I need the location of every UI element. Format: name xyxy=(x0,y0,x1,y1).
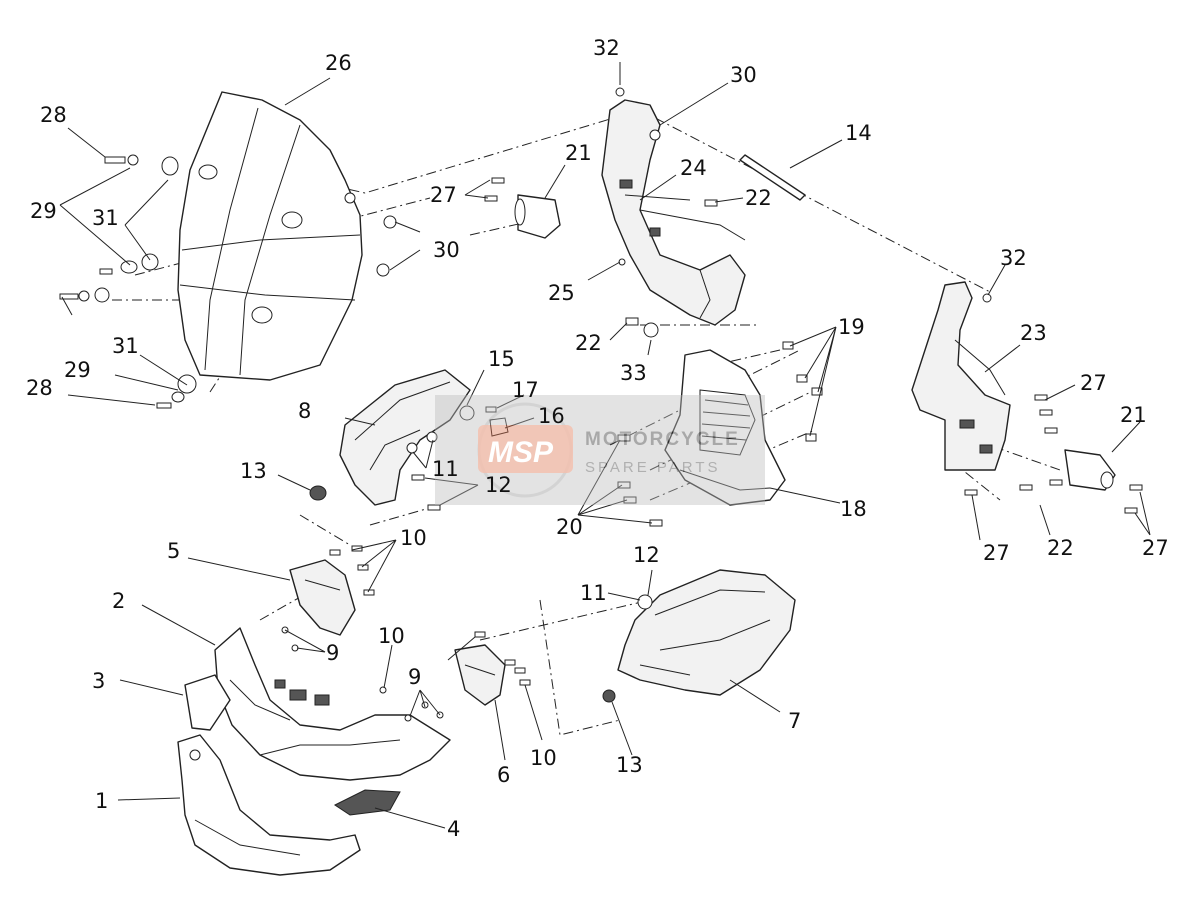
callout-27-right-top: 27 xyxy=(1080,371,1107,395)
small-fasteners xyxy=(281,87,1143,722)
windscreen-26 xyxy=(177,91,363,381)
callout-21-right: 21 xyxy=(1120,403,1147,427)
callout-26: 26 xyxy=(325,51,352,75)
leader-lines xyxy=(59,62,1151,829)
watermark-band xyxy=(435,395,765,505)
bracket-6 xyxy=(454,644,506,706)
callout-2: 2 xyxy=(112,589,125,613)
front-beak-1 xyxy=(177,734,361,876)
callout-11-right: 11 xyxy=(580,581,607,605)
side-fairing-7 xyxy=(617,569,796,696)
callout-32-top: 32 xyxy=(593,36,620,60)
callout-22-right: 22 xyxy=(1047,536,1074,560)
callout-13-right: 13 xyxy=(616,753,643,777)
callout-27-right-b: 27 xyxy=(1142,536,1169,560)
watermark-line2: SPARE PARTS xyxy=(585,459,721,476)
callout-27-top: 27 xyxy=(430,183,457,207)
watermark-logo: MSP xyxy=(488,436,554,469)
callout-29-top: 29 xyxy=(30,199,57,223)
callout-6: 6 xyxy=(497,763,510,787)
callout-9-left: 9 xyxy=(326,641,339,665)
callout-20: 20 xyxy=(556,515,583,539)
callout-33: 33 xyxy=(620,361,647,385)
callout-23: 23 xyxy=(1020,321,1047,345)
callout-8: 8 xyxy=(298,399,311,423)
watermark-logo-box xyxy=(478,425,573,473)
callout-9-mid: 9 xyxy=(408,665,421,689)
rod-14 xyxy=(739,154,806,201)
headlight-8 xyxy=(339,369,471,506)
callout-22-top: 22 xyxy=(745,186,772,210)
callout-14: 14 xyxy=(845,121,872,145)
clamp-21-upper xyxy=(514,194,561,239)
callout-10-bottom: 10 xyxy=(530,746,557,770)
callout-25: 25 xyxy=(548,281,575,305)
callout-10-mid: 10 xyxy=(378,624,405,648)
callout-15: 15 xyxy=(488,347,515,371)
callout-29-bottom: 29 xyxy=(64,358,91,382)
callout-labels: 26 28 29 31 30 31 29 28 32 30 14 21 24 2… xyxy=(26,36,1169,841)
mesh-4 xyxy=(334,789,401,816)
callout-21-top: 21 xyxy=(565,141,592,165)
callout-27-right-a: 27 xyxy=(983,541,1010,565)
callout-12-right: 12 xyxy=(633,543,660,567)
callout-31-bottom: 31 xyxy=(112,334,139,358)
callout-18: 18 xyxy=(840,497,867,521)
callout-12-left: 12 xyxy=(485,473,512,497)
callout-4: 4 xyxy=(447,817,460,841)
callout-24: 24 xyxy=(680,156,707,180)
callout-11-left: 11 xyxy=(432,457,459,481)
bracket-24 xyxy=(601,99,746,326)
callout-30-top: 30 xyxy=(730,63,757,87)
watermark-globe xyxy=(477,402,573,498)
callout-10-top: 10 xyxy=(400,526,427,550)
callout-19: 19 xyxy=(838,315,865,339)
side-vent-3 xyxy=(184,674,231,731)
bracket-5 xyxy=(289,559,356,636)
callout-28-bottom: 28 xyxy=(26,376,53,400)
callout-5: 5 xyxy=(167,539,180,563)
callout-16: 16 xyxy=(538,404,565,428)
watermark-line1: MOTORCYCLE xyxy=(585,429,740,450)
watermark: MSP MOTORCYCLE SPARE PARTS xyxy=(435,395,765,505)
callout-3: 3 xyxy=(92,669,105,693)
callout-31-top: 31 xyxy=(92,206,119,230)
callout-17: 17 xyxy=(512,378,539,402)
front-fairing-2 xyxy=(214,627,451,781)
bracket-23 xyxy=(911,281,1011,471)
windscreen-hardware xyxy=(59,154,397,409)
callout-13-left: 13 xyxy=(240,459,267,483)
clamp-21-lower xyxy=(1064,449,1116,491)
callout-7: 7 xyxy=(788,709,801,733)
callout-32-right: 32 xyxy=(1000,246,1027,270)
callout-30-left: 30 xyxy=(433,238,460,262)
callout-1: 1 xyxy=(95,789,108,813)
callout-28-top: 28 xyxy=(40,103,67,127)
callout-22-mid: 22 xyxy=(575,331,602,355)
grille-18 xyxy=(664,349,786,506)
